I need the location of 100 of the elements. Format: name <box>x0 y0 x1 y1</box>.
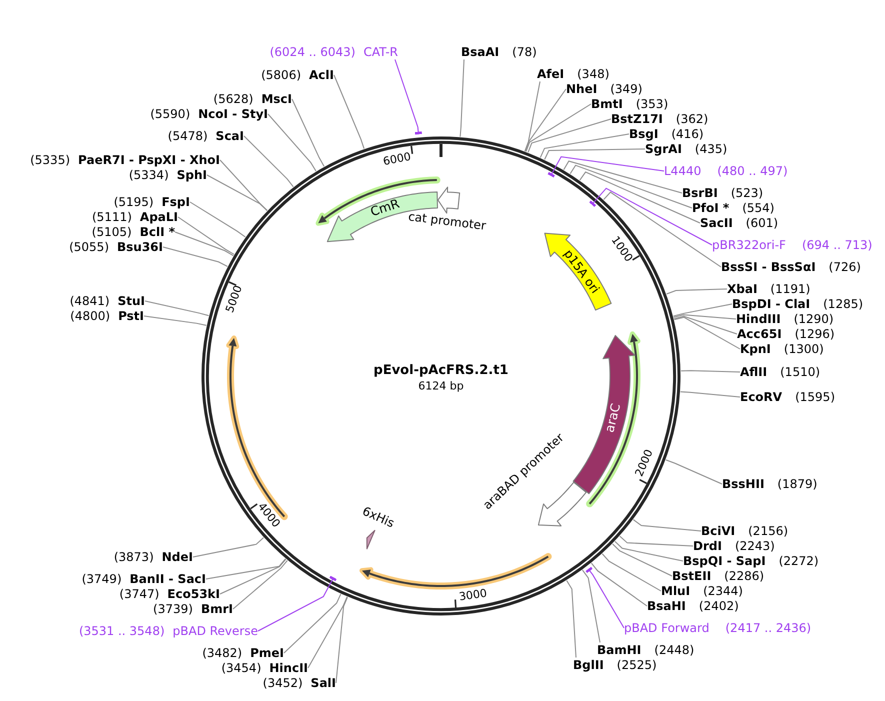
enzyme-name: BssSI - BssSαI <box>721 260 816 274</box>
enzyme-name: BmrI <box>200 602 233 616</box>
enzyme-name: NheI <box>566 82 598 96</box>
plasmid-name: pEvol-pAcFRS.2.t1 <box>374 363 508 379</box>
leader-line <box>590 562 648 606</box>
enzyme-name: BsrBI <box>682 186 718 200</box>
enzyme-name: BanII - SacI <box>130 572 206 586</box>
promoter-feature <box>537 481 588 527</box>
cut-position: (554) <box>742 200 774 216</box>
leader-line <box>674 316 740 350</box>
cut-position: (4800) <box>70 308 110 324</box>
enzyme-name: HindIII <box>736 312 781 326</box>
leader-line <box>680 370 740 372</box>
tick-label: 2000 <box>632 448 656 479</box>
cut-position: (349) <box>610 82 642 96</box>
enzyme-name: SphI <box>176 168 207 182</box>
tag-feature <box>365 529 376 550</box>
primer-name: pBAD Forward <box>624 620 710 636</box>
cut-position: (435) <box>694 142 728 156</box>
enzyme-name: AclI <box>309 68 334 82</box>
cut-position: (2344) <box>703 584 743 598</box>
leader-line <box>526 104 592 152</box>
enzyme-name: DrdI <box>693 538 722 554</box>
cut-position: (2525) <box>616 658 657 672</box>
leader-line <box>206 558 286 580</box>
leader-line <box>563 160 682 194</box>
enzyme-name: BspDI - ClaI <box>732 296 810 312</box>
cut-position: (3747) <box>119 586 160 602</box>
leader-line <box>589 188 712 246</box>
enzyme-name: HincII <box>269 660 308 676</box>
cut-position: (726) <box>828 260 861 274</box>
primer-position: (694 .. 713) <box>802 238 872 252</box>
enzyme-name: BmtI <box>591 96 623 112</box>
cut-position: (1879) <box>777 476 818 492</box>
enzyme-name: PfoI * <box>692 200 730 216</box>
leader-line <box>544 148 646 160</box>
enzyme-name: PmeI <box>250 646 284 660</box>
leader-line <box>232 560 288 610</box>
enzyme-name: Bsu36I <box>117 240 163 254</box>
cut-position: (1191) <box>770 282 810 296</box>
enzyme-name: PstI <box>118 308 144 324</box>
enzyme-name: NdeI <box>162 550 193 564</box>
primer-name: L4440 <box>664 164 702 178</box>
cut-position: (601) <box>746 216 778 230</box>
enzyme-name: KpnI <box>740 342 771 356</box>
primer-position: (6024 .. 6043) <box>270 44 356 60</box>
tick-label: 6000 <box>382 150 412 168</box>
cut-position: (5590) <box>150 106 190 122</box>
leader-line <box>308 596 348 668</box>
enzyme-name: BstZ17I <box>611 112 663 126</box>
leader-line <box>524 81 540 152</box>
cut-position: (2286) <box>724 568 764 584</box>
leader-line <box>672 304 732 317</box>
cut-position: (348) <box>577 66 610 82</box>
cut-position: (5628) <box>213 92 254 106</box>
leader-line <box>144 300 210 316</box>
leader-line <box>460 59 464 138</box>
leader-line <box>334 74 365 150</box>
cut-position: (5195) <box>114 194 154 210</box>
feature-label: 6xHis <box>360 504 396 532</box>
origin-feature <box>543 232 613 312</box>
cut-position: (2156) <box>748 524 788 538</box>
enzyme-name: BspQI - SapI <box>683 554 766 568</box>
enzyme-name: BsgI <box>629 126 658 142</box>
leader-line <box>603 192 722 268</box>
leader-line <box>144 316 207 326</box>
leader-line <box>674 316 738 334</box>
enzyme-name: MluI <box>661 584 690 598</box>
primer-position: (3531 .. 3548) <box>78 624 165 638</box>
cut-position: (2448) <box>654 642 694 658</box>
cut-position: (2402) <box>698 598 739 614</box>
enzyme-name: NcoI - StyI <box>198 106 268 122</box>
cut-position: (4841) <box>70 294 110 308</box>
leader-line <box>162 246 228 267</box>
cut-position: (1290) <box>794 312 834 326</box>
leader-line <box>586 566 624 628</box>
leader-line <box>258 576 337 632</box>
cut-position: (1300) <box>784 342 824 356</box>
cut-position: (3482) <box>202 646 242 660</box>
leader-line <box>284 594 342 654</box>
cut-position: (78) <box>512 44 537 60</box>
leader-line <box>548 156 664 178</box>
cut-position: (1296) <box>794 326 835 342</box>
leader-line <box>292 98 325 167</box>
enzyme-name: FspI <box>162 194 190 210</box>
leader-line <box>540 134 630 158</box>
enzyme-name: BciVI <box>701 524 736 538</box>
enzyme-name: XbaI <box>727 282 758 296</box>
cut-position: (3739) <box>153 602 193 616</box>
enzyme-name: SgrAI <box>645 142 682 156</box>
enzyme-name: BsaHI <box>647 598 686 614</box>
leader-line <box>579 171 700 224</box>
cut-position: (5055) <box>69 240 109 254</box>
cut-position: (5334) <box>128 168 169 182</box>
promoter-feature <box>436 186 461 215</box>
leader-line <box>268 114 316 172</box>
tick-label: 5000 <box>222 284 245 315</box>
enzyme-name: MscI <box>261 92 292 106</box>
leader-line <box>192 537 264 558</box>
enzyme-name: ScaI <box>216 128 244 144</box>
